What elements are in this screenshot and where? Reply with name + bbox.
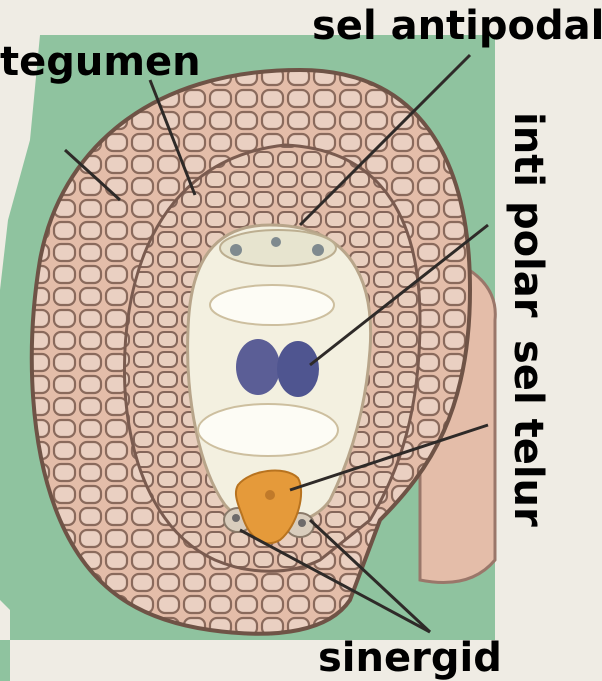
label-inti-polar: inti polar	[508, 112, 548, 318]
label-sel-antipodal: sel antipodal	[312, 6, 602, 46]
label-tegumen: tegumen	[0, 42, 201, 82]
label-sel-telur: sel telur	[508, 340, 548, 527]
label-sinergid: sinergid	[318, 638, 502, 678]
